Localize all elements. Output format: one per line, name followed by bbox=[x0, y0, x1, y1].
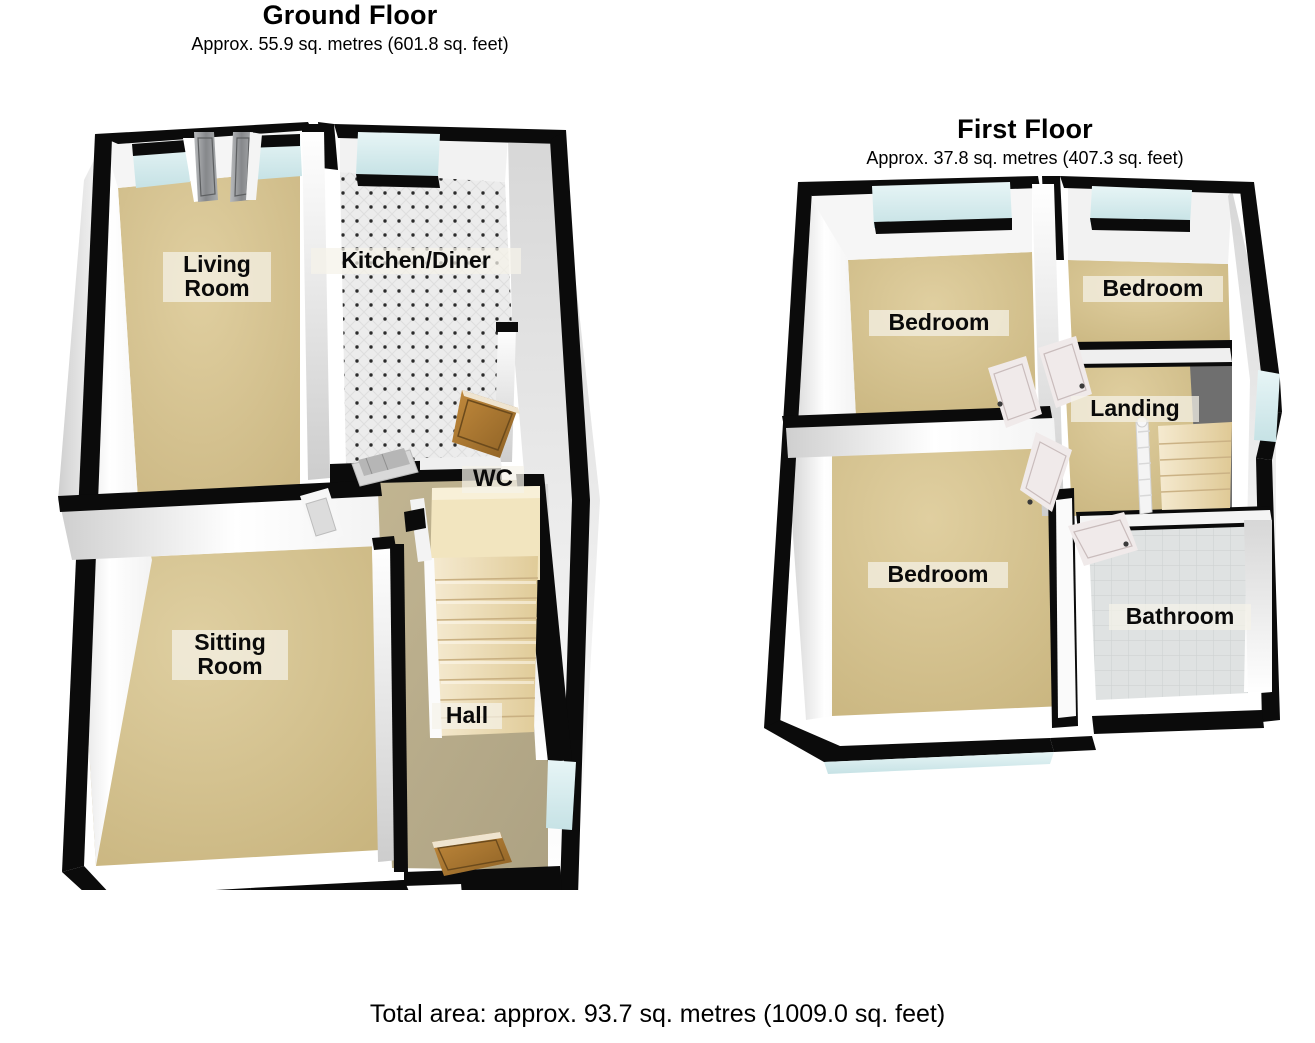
sitting-room bbox=[78, 546, 380, 866]
first-floor-area: Approx. 37.8 sq. metres (407.3 sq. feet) bbox=[866, 148, 1184, 168]
banister bbox=[1135, 416, 1153, 515]
ground-floor-title: Ground Floor bbox=[262, 0, 438, 30]
wall-top-right-upper-first bbox=[1240, 182, 1282, 416]
window-sill-left bbox=[132, 140, 186, 156]
wall-top-bottom-left bbox=[62, 866, 252, 890]
window-landing-side bbox=[1254, 370, 1280, 442]
door-bedroom-3[interactable] bbox=[1020, 432, 1072, 512]
window-sill-bedroom-right bbox=[1090, 218, 1190, 232]
wall-top-sitting-right bbox=[390, 544, 408, 872]
window-sill-bedroom-left bbox=[874, 218, 1012, 234]
window-sill-kitchen bbox=[356, 174, 440, 188]
window-hall-side bbox=[546, 760, 576, 830]
wall-top-bottom-notch bbox=[344, 880, 409, 890]
first-floor-title: First Floor bbox=[957, 114, 1093, 144]
wall-top-living-kitchen bbox=[302, 124, 324, 132]
front-door-wooden[interactable] bbox=[432, 832, 512, 876]
internal-door-hall-stairs[interactable] bbox=[404, 498, 432, 562]
wall-top-bottom-right bbox=[460, 866, 562, 890]
wall-top-bottom-right-first bbox=[1092, 710, 1264, 734]
french-doors-front[interactable] bbox=[132, 132, 302, 202]
wall-face-bedroom2-landing bbox=[1072, 348, 1232, 364]
staircase-down bbox=[1135, 416, 1232, 515]
window-bedroom-front-left bbox=[872, 182, 1012, 234]
wall-top-right-exterior bbox=[550, 130, 590, 890]
window-bedroom-front-right bbox=[1090, 186, 1192, 232]
ground-floor-drawing bbox=[58, 122, 600, 890]
wall-top-kitchen-right bbox=[496, 322, 518, 332]
ground-floor-title-block: Ground Floor Approx. 55.9 sq. metres (60… bbox=[110, 0, 590, 55]
wall-top-bottom-mid-first bbox=[1050, 736, 1096, 752]
wall-living-kitchen bbox=[302, 130, 330, 480]
living-room bbox=[118, 170, 300, 500]
wall-face-bedroom1-bedroom3 bbox=[786, 418, 1056, 458]
door-bedroom-1[interactable] bbox=[988, 356, 1042, 428]
wall-face-bedroom3-right bbox=[1056, 498, 1076, 718]
wall-face-bathroom-right bbox=[1244, 520, 1272, 694]
window-bedroom-rear bbox=[824, 752, 1054, 774]
window-kitchen bbox=[356, 132, 440, 188]
internal-door-kitchen-hall[interactable] bbox=[300, 488, 344, 544]
french-door-right-frame[interactable] bbox=[246, 132, 262, 200]
door-bathroom[interactable] bbox=[1068, 512, 1138, 566]
wall-top-living-sitting bbox=[58, 480, 382, 512]
first-floor-title-block: First Floor Approx. 37.8 sq. metres (407… bbox=[805, 114, 1245, 169]
ground-floor-area: Approx. 55.9 sq. metres (601.8 sq. feet) bbox=[191, 34, 509, 54]
first-floor-drawing bbox=[764, 176, 1282, 774]
door-bedroom-2[interactable] bbox=[1038, 336, 1092, 408]
wall-top-front-right-first bbox=[1060, 176, 1254, 194]
internal-door-kitchen[interactable] bbox=[452, 390, 520, 458]
wall-top-bottom-left-first bbox=[764, 720, 1054, 762]
wall-face-kitchen-hall bbox=[420, 456, 502, 470]
kitchen-counter bbox=[351, 448, 419, 487]
bedroom-2-room bbox=[1068, 260, 1230, 348]
total-area-text: Total area: approx. 93.7 sq. metres (100… bbox=[369, 1000, 946, 1028]
staircase-up bbox=[424, 556, 539, 738]
wall-top-sitting-right-cap bbox=[372, 536, 396, 550]
